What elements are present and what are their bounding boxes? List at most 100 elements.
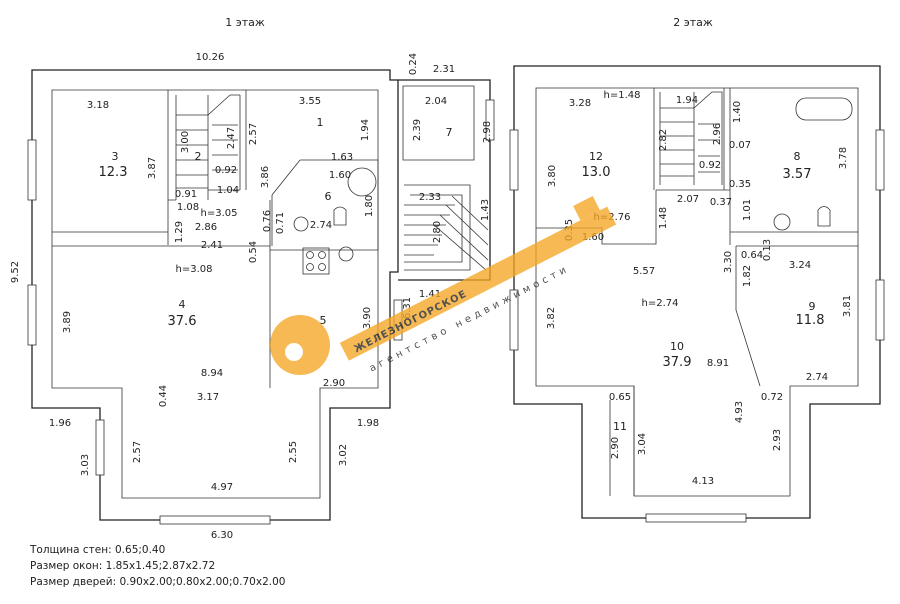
dimension-label: 0.71 [275, 212, 286, 234]
dimension-label: 2.33 [419, 192, 441, 203]
window [27, 284, 37, 346]
stove-burner-icon [318, 263, 326, 271]
dimension-label: 2.07 [677, 194, 699, 205]
dimension-label: 1.63 [331, 152, 353, 163]
height-label: h=3.05 [201, 208, 238, 219]
watermark-logo-dot [285, 343, 303, 361]
room-3-area: 12.3 [99, 165, 128, 180]
dimension-label: 0.35 [729, 179, 751, 190]
dimension-label: 6.30 [211, 530, 233, 541]
dimension-label: 1.01 [742, 199, 753, 221]
room-3-number: 3 [112, 150, 119, 163]
dimension-label: 2.74 [806, 372, 828, 383]
dimension-label: 0.37 [710, 197, 732, 208]
floor-1-annex-inner [402, 85, 475, 161]
dimension-label: 3.18 [87, 100, 109, 111]
floor-2-inner-outline [535, 87, 859, 497]
dimension-label: 2.47 [226, 127, 237, 149]
room-7-number: 7 [446, 126, 453, 139]
room-9-number: 9 [809, 300, 816, 313]
room-10-number: 10 [670, 340, 684, 353]
dimension-label: 3.89 [62, 311, 73, 333]
dimension-label: 2.04 [425, 96, 447, 107]
room-8-number: 8 [794, 150, 801, 163]
dimension-label: 1.43 [480, 199, 491, 221]
room-2-number: 2 [195, 150, 202, 163]
dimension-label: 2.74 [310, 220, 332, 231]
window [645, 513, 747, 523]
height-label: h=3.08 [176, 264, 213, 275]
dimension-label: 3.81 [842, 295, 853, 317]
dimension-label: 1.29 [174, 221, 185, 243]
dimension-label: 2.39 [412, 119, 423, 141]
room-4-number: 4 [179, 298, 186, 311]
dimension-label: 3.04 [637, 433, 648, 455]
dimension-label: 3.28 [569, 98, 591, 109]
floor-1-interior-walls [52, 90, 379, 388]
window [159, 515, 271, 525]
dimension-label: 1.40 [732, 101, 743, 123]
sink-icon [338, 246, 354, 262]
dimension-label: 0.07 [729, 140, 751, 151]
room-12-number: 12 [589, 150, 603, 163]
toilet-icon [817, 206, 831, 227]
floor-1-stair-2 [175, 94, 241, 200]
dimension-label: 1.04 [217, 185, 239, 196]
floor-2-stair [659, 91, 723, 185]
dimension-label: 6.31 [402, 297, 413, 319]
dimension-label: 5.57 [633, 266, 655, 277]
dimension-label: 2.93 [772, 429, 783, 451]
dimension-label: 4.13 [692, 476, 714, 487]
room-10-area: 37.9 [663, 355, 692, 370]
floor-1-outer-wall [31, 69, 399, 521]
sink-icon [773, 213, 791, 231]
dimension-label: 0.92 [699, 160, 721, 171]
height-label: h=1.48 [604, 90, 641, 101]
dimension-label: 3.03 [80, 454, 91, 476]
dimension-label: 0.44 [158, 385, 169, 407]
dimension-label: 0.54 [248, 241, 259, 263]
dimension-label: 3.02 [338, 444, 349, 466]
floor-1-plan: 1 этаж 3 12.3 2 1 6 7 [10, 16, 495, 541]
dimension-label: 3.55 [299, 96, 321, 107]
dimension-label: 3.30 [723, 251, 734, 273]
floor-2-interior-walls [536, 88, 858, 496]
stove-burner-icon [306, 263, 314, 271]
dimension-label: 0.64 [741, 250, 763, 261]
floor-2-outer-wall [513, 65, 881, 519]
dimension-label: 3.86 [260, 166, 271, 188]
window [95, 419, 105, 476]
dimension-label: 0.13 [762, 239, 773, 261]
dimension-label: 2.80 [432, 221, 443, 243]
dimension-label: 0.92 [215, 165, 237, 176]
window [875, 129, 885, 191]
dimension-label: 3.78 [838, 147, 849, 169]
window [509, 129, 519, 191]
dimension-label: 1.80 [364, 195, 375, 217]
dimension-label: 1.60 [329, 170, 351, 181]
dimension-label: 2.57 [248, 123, 259, 145]
bathtub-icon [795, 97, 853, 121]
dimension-label: 1.82 [742, 265, 753, 287]
window [27, 139, 37, 201]
dimension-label: 10.26 [196, 52, 225, 63]
dimension-label: 0.91 [175, 189, 197, 200]
dimension-label: 3.82 [546, 307, 557, 329]
watermark-bar-step [573, 196, 600, 221]
dimension-label: 2.57 [132, 441, 143, 463]
watermark-bar [339, 206, 617, 361]
stove-burner-icon [318, 251, 326, 259]
legend-wall-thickness: Толщина стен: 0.65;0.40 [30, 544, 166, 556]
dimension-label: 8.94 [201, 368, 223, 379]
dimension-label: 2.82 [658, 129, 669, 151]
dimension-label: 2.98 [482, 121, 493, 143]
shower-icon [347, 167, 377, 197]
dimension-label: 2.90 [323, 378, 345, 389]
floor-2-title: 2 этаж [673, 16, 713, 29]
dimension-label: 1.41 [419, 289, 441, 300]
dimension-label: 2.86 [195, 222, 217, 233]
floor-1-title: 1 этаж [225, 16, 265, 29]
dimension-label: 8.91 [707, 358, 729, 369]
dimension-label: 3.00 [180, 131, 191, 153]
